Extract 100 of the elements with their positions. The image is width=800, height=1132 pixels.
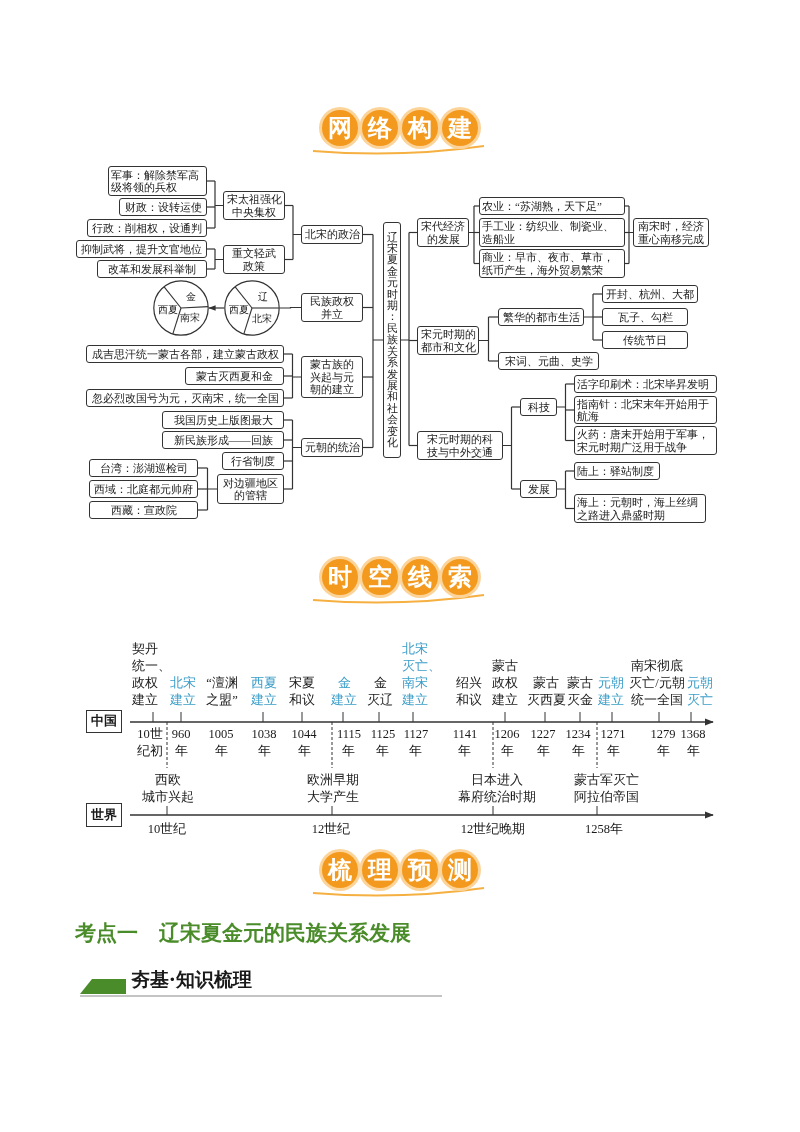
connector-line [556,470,567,510]
topic-box: 西域：北庭都元帅府 [89,480,198,498]
connector-line [510,406,521,408]
year-label: 1271年 [600,726,626,760]
topic-box: 我国历史上版图最大 [162,411,284,429]
connector-line [283,419,294,421]
event-label: 蒙古灭西夏 [526,675,566,709]
topic-box: 商业：早市、夜市、草市，纸币产生，海外贸易繁荣 [479,249,625,278]
connector-line [197,488,209,490]
connector-line [473,231,480,234]
event-label: 日本进入幕府统治时期 [458,772,536,806]
date-label: 12世纪 [311,821,351,838]
topic-box: 军事：解除禁军高级将领的兵权 [108,166,207,196]
event-label: 蒙古军灭亡阿拉伯帝国 [573,772,639,806]
topic-box: 指南针：北宋末年开始用于航海 [574,396,717,424]
connector-line [502,406,513,490]
topic-box: 手工业：纺织业、制瓷业、造船业 [479,218,625,247]
year-label: 1141年 [452,726,478,760]
connector-line [592,316,603,318]
topic-box: 成吉思汗统一蒙古各部，建立蒙古政权 [86,345,284,363]
sector-label: 金 [186,290,196,302]
topic-box: 重文轻武政策 [223,245,285,274]
connector-line [624,205,630,207]
connector-line [283,439,294,441]
date-label: 10世纪 [147,821,187,838]
subheading: 夯基·知识梳理 [131,967,252,991]
sector-label: 南宋 [180,311,200,323]
topic-box: 民族政权并立 [301,293,363,322]
year-label: 1125年 [370,726,396,760]
connector-line [592,293,603,295]
connector-line [206,268,216,270]
connector-line [283,460,294,462]
event-label: 欧洲早期大学产生 [307,772,359,806]
event-label: 西欧城市兴起 [142,772,194,806]
event-label: 契丹统一、政权建立 [131,641,171,709]
topic-box: 对边疆地区的管辖 [217,474,284,504]
topic-box: 元朝的统治 [301,438,363,457]
connector-line [206,467,218,511]
topic-box: 台湾：澎湖巡检司 [89,459,198,477]
topic-heading: 考点一 辽宋夏金元的民族关系发展 [75,920,411,946]
year-label: 1279年 [650,726,676,760]
year-label: 1127年 [403,726,429,760]
sector-label: 西夏 [158,303,178,315]
arrow [208,305,225,311]
event-label: 北宋灭亡、南宋建立 [401,641,441,709]
connector-line [564,409,575,411]
event-label: “澶渊之盟” [206,675,238,709]
event-label: 北宋建立 [170,675,196,709]
topic-box: 火药：唐末开始用于军事，宋元时期广泛用于战争 [574,426,717,455]
connector-line [362,376,374,378]
topic-box: 改革和发展科举制 [97,260,207,278]
connector-line [197,467,209,469]
topic-box: 宋代经济的发展 [417,218,469,247]
event-label: 元朝建立 [598,675,624,709]
connector-line [291,419,302,490]
year-label: 1005年 [208,726,234,760]
connector-line [214,248,224,270]
year-label: 1368年 [680,726,706,760]
topic-box: 行政：削相权，设通判 [87,219,207,237]
connector-line [283,353,294,355]
connector-line [487,316,499,318]
connector-line [206,206,216,208]
connector-line [283,488,294,490]
connector-line [468,205,475,265]
connector-line [487,360,499,362]
topic-box: 宋元时期的都市和文化 [417,326,479,355]
connector-line [583,293,594,341]
connector-line [291,353,302,399]
topic-box: 行省制度 [222,452,284,470]
event-label: 南宋彻底灭亡/元朝统一全国 [629,658,685,709]
sector-label: 辽 [258,290,268,302]
connector-line [206,248,216,250]
year-label: 1115年 [336,726,362,760]
year-label: 10世纪初 [137,726,163,760]
year-label: 1227年 [530,726,556,760]
connector-line [206,180,216,182]
sector-label: 北宋 [252,312,272,324]
date-label: 12世纪晚期 [460,821,526,838]
event-label: 金建立 [331,675,357,709]
event-label: 蒙古灭金 [567,675,593,709]
connector-line [510,488,521,490]
connector-line [283,375,294,377]
sector-label: 西夏 [229,303,249,315]
date-label: 1258年 [585,821,623,838]
topic-box: 抑制武将，提升文官地位 [76,240,207,258]
topic-box: 科技 [520,398,557,416]
connector-line [197,509,209,511]
year-label: 960年 [171,726,191,760]
topic-box: 西藏：宣政院 [89,501,198,519]
connector-line [564,470,575,472]
connector-line [592,339,603,341]
year-label: 1206年 [494,726,520,760]
topic-box: 蒙古灭西夏和金 [185,367,284,385]
connector-line [556,383,567,442]
connector-line [473,205,480,207]
year-label: 1038年 [251,726,277,760]
section-heading: 梳理预测 [328,856,488,884]
section-heading: 时空线索 [328,563,488,591]
topic-box: 陆上：驿站制度 [574,462,660,480]
topic-box: 瓦子、勾栏 [602,308,688,326]
